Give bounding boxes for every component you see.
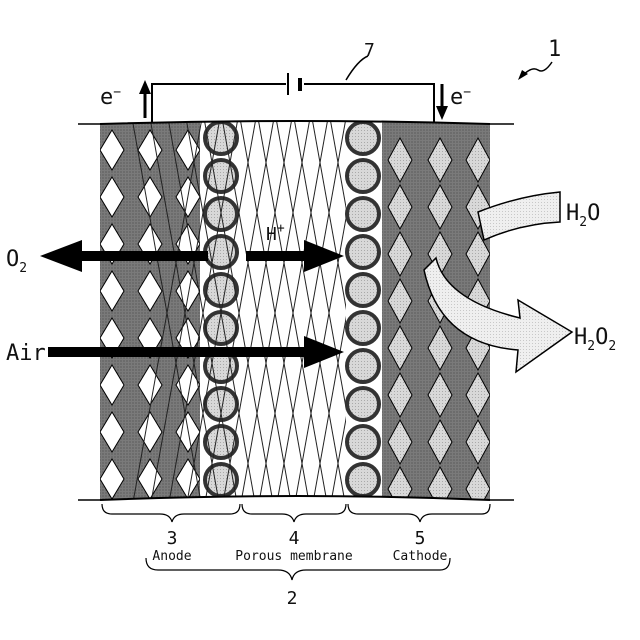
air-label: Air [6, 341, 46, 366]
anode-name: Anode [152, 549, 191, 564]
electron-out-arrow [139, 80, 151, 118]
cathode-catalyst-bead [347, 274, 379, 306]
oxygen-label: O2 [6, 247, 27, 276]
electron-in-arrow [436, 84, 448, 120]
cathode-catalyst-bead [347, 464, 379, 496]
cathode-catalyst-bead [347, 312, 379, 344]
anode-catalyst-bead [205, 312, 237, 344]
cathode-catalyst-bead [347, 350, 379, 382]
anode-ref: 3 [167, 528, 178, 549]
water-label: H2O [566, 201, 600, 230]
cathode-ref: 5 [415, 528, 426, 549]
anode-catalyst-bead [205, 464, 237, 496]
electron-left-label: e− [100, 85, 121, 110]
anode-catalyst-bead [205, 274, 237, 306]
power-source-ref: 7 [364, 40, 375, 61]
membrane-name: Porous membrane [235, 549, 353, 564]
cathode-catalyst-bead [347, 236, 379, 268]
cathode-catalyst-bead [347, 122, 379, 154]
cathode-catalyst-bead [347, 426, 379, 458]
cathode-catalyst-bead [347, 160, 379, 192]
cathode-catalyst-bead [347, 198, 379, 230]
peroxide-label: H2O2 [574, 325, 616, 354]
assembly-ref: 2 [287, 588, 298, 609]
external-circuit [152, 73, 434, 126]
cathode-catalyst-bead [347, 388, 379, 420]
figure-ref: 1 [548, 37, 561, 62]
water-inflow-arrow [478, 192, 560, 240]
cathode-name: Cathode [393, 549, 448, 564]
membrane-ref: 4 [289, 528, 300, 549]
electron-right-label: e− [450, 85, 471, 110]
